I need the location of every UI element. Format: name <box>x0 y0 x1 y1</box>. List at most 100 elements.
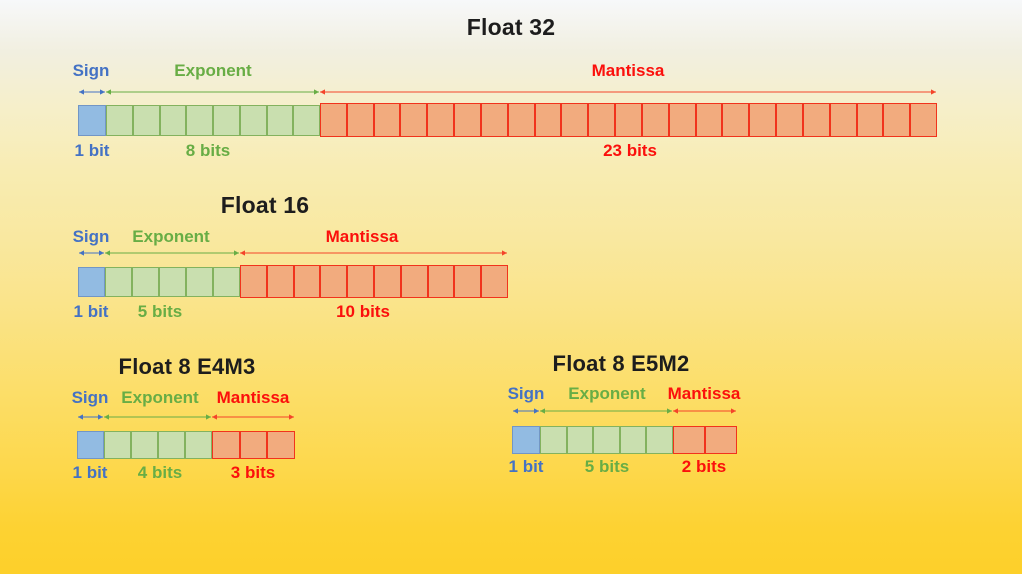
sign-bit-count: 1 bit <box>72 463 108 482</box>
bit-cell <box>646 426 673 454</box>
bit-cell <box>239 431 268 459</box>
sign-bit-count: 1 bit <box>508 457 544 476</box>
bit-cell <box>293 105 320 136</box>
bit-cell <box>540 426 567 454</box>
mantissa-bits-group <box>240 265 508 298</box>
bit-cell <box>106 105 133 136</box>
exponent-label: Exponent <box>568 384 646 403</box>
bit-cell <box>400 103 428 137</box>
bit-cell <box>776 103 803 137</box>
bit-cell <box>159 105 187 136</box>
mantissa-bits-group <box>673 426 737 454</box>
exponent-bits-group <box>105 267 240 297</box>
bit-cell <box>749 103 777 137</box>
bit-cell <box>673 426 705 454</box>
sign-label: Sign <box>72 227 110 246</box>
bit-cell <box>105 267 132 297</box>
bit-cell <box>78 105 106 136</box>
exponent-dimension-line <box>540 408 672 414</box>
sign-bits-group <box>78 267 105 297</box>
sign-bits-group <box>512 426 540 454</box>
mantissa-bits-group <box>212 431 296 459</box>
bit-cell <box>427 103 455 137</box>
bit-cell <box>454 103 481 137</box>
bit-cell <box>400 265 428 298</box>
bit-cell <box>212 431 240 459</box>
exponent-dimension-line <box>106 89 319 95</box>
exponent-label: Exponent <box>121 388 199 407</box>
sign-dimension-line <box>79 89 105 95</box>
diagram-title: Float 8 E5M2 <box>552 351 690 376</box>
bit-cell <box>512 426 540 454</box>
mantissa-bit-count: 10 bits <box>336 302 390 321</box>
exponent-label: Exponent <box>132 227 210 246</box>
sign-bit-count: 1 bit <box>73 302 109 321</box>
bit-cell <box>213 105 240 136</box>
mantissa-label: Mantissa <box>591 61 665 80</box>
bit-row <box>512 426 737 454</box>
bit-cell <box>346 103 374 137</box>
bit-cell <box>266 105 294 136</box>
bit-cell <box>373 265 401 298</box>
exponent-bit-count: 4 bits <box>137 463 183 482</box>
bit-cell <box>347 265 374 298</box>
bit-cell <box>77 431 104 459</box>
exponent-bit-count: 5 bits <box>584 457 630 476</box>
mantissa-label: Mantissa <box>325 227 399 246</box>
float16-diagram: Float 16 Sign Exponent Mantissa 1 bit 5 … <box>73 190 508 340</box>
bit-cell <box>186 267 213 297</box>
exponent-dimension-line <box>105 250 239 256</box>
mantissa-bit-count: 2 bits <box>681 457 727 476</box>
sign-bits-group <box>77 431 104 459</box>
bit-cell <box>427 265 455 298</box>
mantissa-bit-count: 23 bits <box>603 141 657 160</box>
bit-cell <box>266 265 294 298</box>
dimension-lines <box>79 89 936 95</box>
bit-cell <box>320 265 348 298</box>
bit-cell <box>829 103 857 137</box>
bit-cell <box>159 267 186 297</box>
sign-dimension-line <box>513 408 539 414</box>
bit-cell <box>104 431 131 459</box>
sign-dimension-line <box>79 250 104 256</box>
exponent-bit-count: 8 bits <box>185 141 231 160</box>
bit-cell <box>588 103 616 137</box>
diagram-title: Float 32 <box>466 14 556 40</box>
bit-cell <box>668 103 696 137</box>
mantissa-bits-group <box>320 103 938 137</box>
exponent-bits-group <box>106 105 320 136</box>
bit-cell <box>481 265 508 298</box>
bit-cell <box>213 267 240 297</box>
bit-cell <box>186 105 213 136</box>
bit-cell <box>132 105 160 136</box>
mantissa-label: Mantissa <box>667 384 741 403</box>
dimension-lines <box>513 408 736 414</box>
mantissa-dimension-line <box>320 89 936 95</box>
bit-cell <box>239 105 267 136</box>
bit-cell <box>373 103 401 137</box>
bit-cell <box>507 103 535 137</box>
bit-cell <box>705 426 737 454</box>
bit-cell <box>534 103 562 137</box>
bit-cell <box>78 267 105 297</box>
bit-cell <box>593 426 620 454</box>
bit-cell <box>910 103 938 137</box>
bit-row <box>78 103 938 137</box>
mantissa-dimension-line <box>240 250 507 256</box>
bit-cell <box>566 426 594 454</box>
bit-row <box>78 265 508 298</box>
bit-cell <box>641 103 669 137</box>
bit-row <box>77 431 296 459</box>
bit-cell <box>722 103 750 137</box>
mantissa-bit-count: 3 bits <box>230 463 276 482</box>
bit-cell <box>158 431 185 459</box>
bit-cell <box>240 265 267 298</box>
exponent-bits-group <box>104 431 212 459</box>
bit-cell <box>293 265 321 298</box>
dimension-lines <box>78 414 294 420</box>
float32-diagram: Float 32 Sign Exponent Mantissa 1 bit 8 … <box>73 14 938 174</box>
bit-cell <box>185 431 212 459</box>
bit-cell <box>267 431 296 459</box>
bit-cell <box>480 103 508 137</box>
